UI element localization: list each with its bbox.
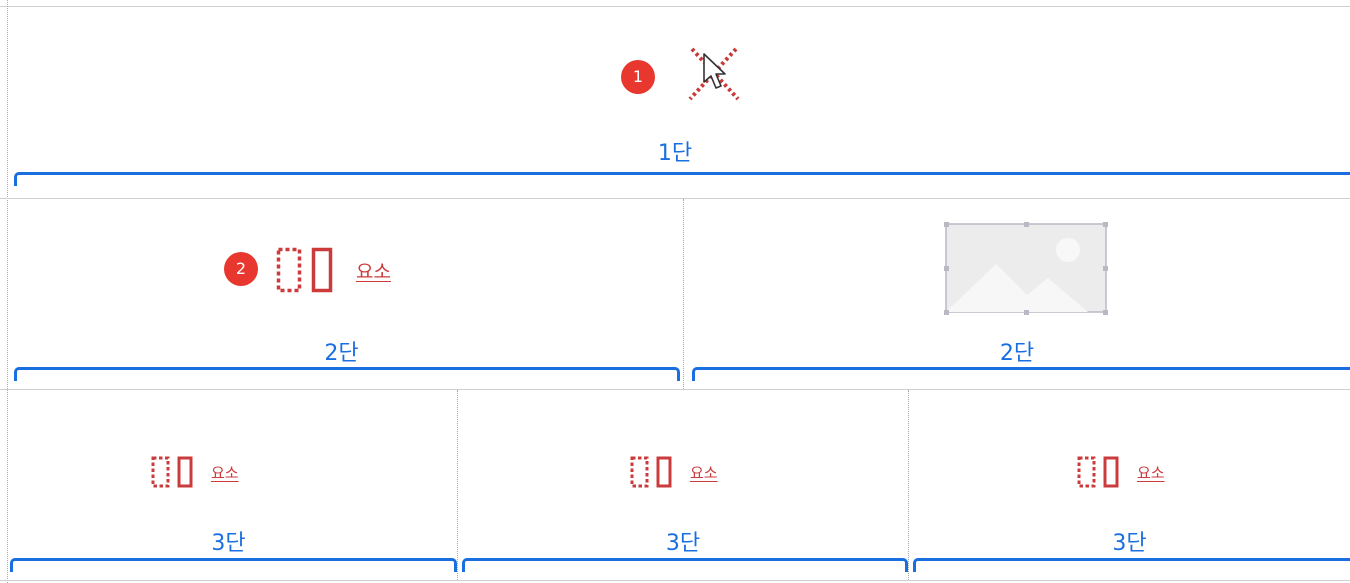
row3-cell-1[interactable]: 요소 3단 <box>0 390 457 580</box>
row2-col-divider <box>683 199 684 389</box>
column-label-2-left: 2단 <box>324 341 359 366</box>
column-label-2-right: 2단 <box>999 341 1035 366</box>
row2-cell-right[interactable]: 2단 <box>684 199 1350 389</box>
element-label: 요소 <box>211 463 239 482</box>
row3-cell-3[interactable]: 요소 3단 <box>909 390 1350 580</box>
element-placeholder-icon <box>151 456 195 488</box>
row3-col-divider-1 <box>457 390 458 580</box>
column-bracket-3-1 <box>10 558 457 572</box>
top-guide-line <box>0 6 1350 7</box>
bottom-guide-line <box>0 580 1350 581</box>
element-placeholder[interactable]: 요소 <box>630 456 718 488</box>
column-label-3-2: 3단 <box>665 531 701 556</box>
element-label: 요소 <box>356 260 391 283</box>
element-placeholder-icon <box>276 247 334 293</box>
element-placeholder[interactable]: 요소 <box>1077 456 1165 488</box>
element-placeholder[interactable]: 요소 <box>151 456 239 488</box>
column-bracket-1 <box>14 172 1350 186</box>
row2-cell-left[interactable]: 2 요소 2단 <box>0 199 683 389</box>
element-placeholder-icon <box>1077 456 1121 488</box>
column-label-1: 1단 <box>657 141 693 166</box>
image-placeholder-icon <box>944 222 1110 316</box>
column-bracket-2-left <box>14 367 680 381</box>
step-badge-2: 2 <box>224 252 258 286</box>
element-label: 요소 <box>1137 463 1165 482</box>
column-bracket-2-right <box>692 367 1350 381</box>
cursor-disabled-icon <box>686 44 742 104</box>
column-bracket-3-3 <box>913 558 1350 572</box>
column-label-3-1: 3단 <box>211 531 246 556</box>
row-1-column[interactable]: 1 1단 <box>0 7 1350 198</box>
element-placeholder-icon <box>630 456 674 488</box>
step-badge-1: 1 <box>621 60 655 94</box>
element-label: 요소 <box>690 463 718 482</box>
row-divider-2 <box>0 389 1350 390</box>
element-placeholder[interactable]: 요소 <box>276 247 391 293</box>
row-divider-1 <box>0 198 1350 199</box>
row-2-columns: 2 요소 2단 <box>0 199 1350 389</box>
row-3-columns: 요소 3단 요소 3단 <box>0 390 1350 580</box>
row3-cell-2[interactable]: 요소 3단 <box>458 390 908 580</box>
column-label-3-3: 3단 <box>1112 531 1147 556</box>
column-bracket-3-2 <box>462 558 908 572</box>
left-guide-line <box>7 0 8 583</box>
row3-col-divider-2 <box>908 390 909 580</box>
